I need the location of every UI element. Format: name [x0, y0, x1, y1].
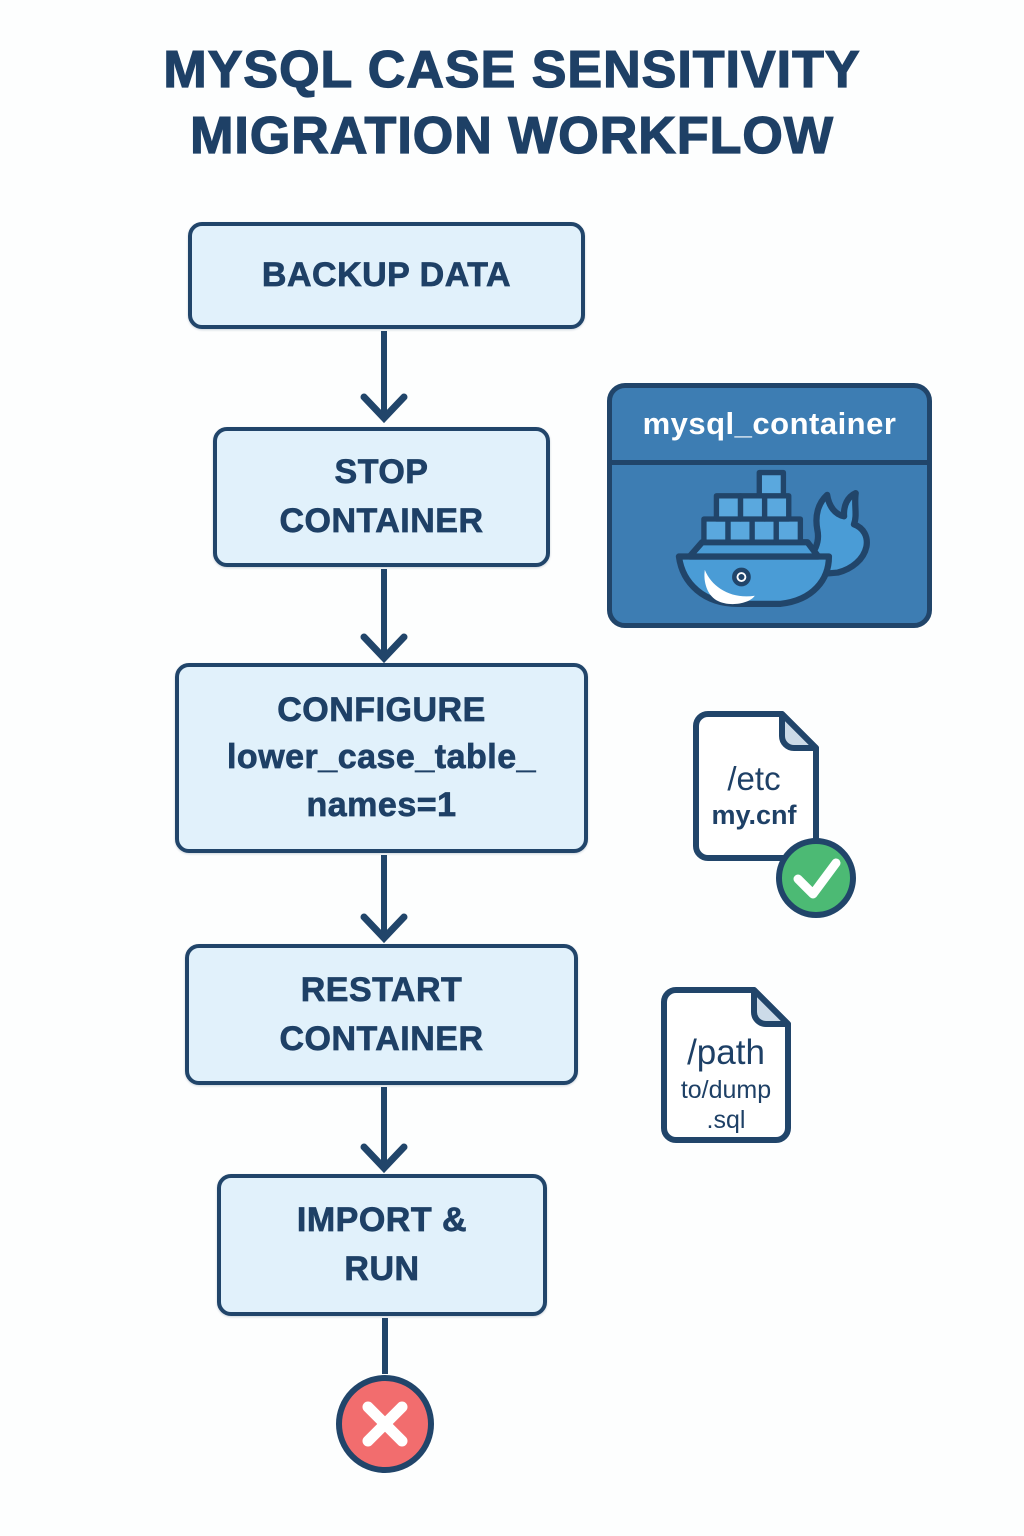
flow-connector-import-to-end — [382, 1318, 388, 1374]
node-label-line: RESTART — [300, 970, 463, 1009]
file-ext-line: .sql — [707, 1106, 746, 1134]
whale-pupil — [737, 574, 744, 581]
node-label-line: STOP — [334, 453, 429, 492]
file-fold-corner — [779, 711, 819, 751]
arrowhead-icon — [360, 393, 408, 424]
x-mark-icon — [362, 1401, 408, 1447]
container-card-body — [612, 465, 927, 623]
file-icon — [661, 987, 791, 1143]
container-name: mysql_container — [642, 406, 897, 441]
check-mark-icon — [793, 858, 841, 899]
file-fold-corner — [751, 987, 791, 1027]
end-marker — [336, 1375, 434, 1473]
whale-mouth — [703, 569, 755, 605]
arrowhead-icon — [360, 633, 408, 664]
success-badge — [776, 838, 856, 918]
flow-arrow-backup-to-stop — [360, 331, 408, 424]
page-title: MYSQL CASE SENSITIVITY MIGRATION WORKFLO… — [0, 38, 1024, 169]
node-label-line: CONFIGURE — [277, 690, 486, 729]
node-label-line: lower_case_table_ — [226, 738, 537, 777]
flow-node-configure: CONFIGURE lower_case_table_ names=1 — [175, 663, 588, 853]
node-label-line: CONTAINER — [279, 1019, 484, 1058]
file-path-line: to/dump — [681, 1076, 771, 1104]
container-card-header: mysql_container — [612, 388, 927, 465]
docker-whale-icon — [675, 469, 870, 607]
dump-file-icon: /path to/dump .sql — [661, 987, 791, 1143]
flow-node-backup-data: BACKUP DATA — [188, 222, 585, 329]
flow-arrow-restart-to-import — [360, 1087, 408, 1174]
file-name-line: my.cnf — [711, 800, 797, 830]
node-label-line: RUN — [344, 1250, 420, 1289]
file-path-line: /etc — [727, 760, 780, 797]
node-label-line: IMPORT & — [296, 1201, 468, 1240]
flow-node-restart-container: RESTART CONTAINER — [185, 944, 578, 1085]
container-card: mysql_container — [607, 383, 932, 628]
flow-node-stop-container: STOP CONTAINER — [213, 427, 550, 567]
config-file-icon: /etc my.cnf — [693, 711, 856, 918]
node-label-line: BACKUP DATA — [261, 256, 512, 295]
flow-node-import-run: IMPORT & RUN — [217, 1174, 547, 1316]
flow-arrow-configure-to-restart — [360, 855, 408, 944]
flow-arrow-stop-to-configure — [360, 569, 408, 664]
node-label-line: CONTAINER — [279, 502, 484, 541]
page-title-line-2: MIGRATION WORKFLOW — [189, 106, 834, 165]
file-path-line: /path — [687, 1033, 765, 1072]
arrowhead-icon — [360, 913, 408, 944]
cargo-containers — [700, 469, 803, 545]
page-title-line-1: MYSQL CASE SENSITIVITY — [163, 40, 861, 99]
arrowhead-icon — [360, 1143, 408, 1174]
whale-deck — [686, 539, 821, 560]
node-label-line: names=1 — [306, 785, 457, 824]
